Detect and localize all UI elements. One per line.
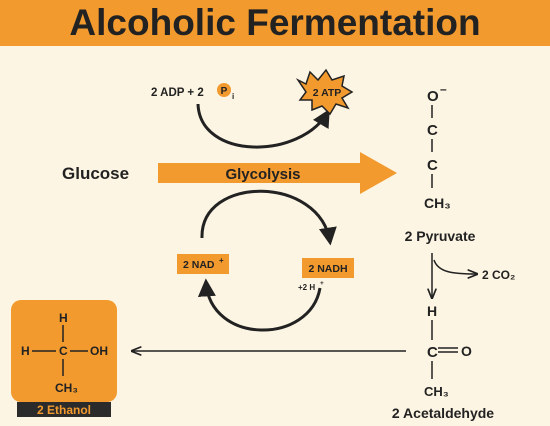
ethanol-hydrogen-left: H xyxy=(21,344,30,358)
h-plus-label: +2 H xyxy=(298,283,315,292)
ethanol-box xyxy=(11,300,117,402)
ethanol-methyl: CH₃ xyxy=(55,381,78,395)
nadh-label: 2 NADH xyxy=(308,263,347,275)
nad-label: 2 NAD xyxy=(183,259,215,271)
ethanol-hydroxyl: OH xyxy=(90,344,108,358)
ethanol-label: 2 Ethanol xyxy=(37,403,91,417)
nad-arrow xyxy=(197,278,322,332)
pyruvate-label: 2 Pyruvate xyxy=(405,228,476,244)
atp-label: 2 ATP xyxy=(313,87,342,99)
title-bar xyxy=(0,0,550,46)
acetaldehyde-methyl: CH₃ xyxy=(424,384,449,399)
pyruvate-methyl: CH₃ xyxy=(424,195,451,211)
ethanol-label-box xyxy=(17,402,111,417)
phosphate-subscript: i xyxy=(232,92,234,101)
ethanol-hydrogen-top: H xyxy=(59,311,68,325)
acetaldehyde-hydrogen: H xyxy=(427,303,437,319)
phosphate-circle xyxy=(217,83,231,97)
ethanol-carbon: C xyxy=(59,344,68,358)
acetaldehyde-oxygen: O xyxy=(461,343,472,359)
acetaldehyde-label: 2 Acetaldehyde xyxy=(392,405,494,421)
glucose-label: Glucose xyxy=(62,164,129,183)
adp-label: 2 ADP + 2 xyxy=(151,87,204,99)
diagram-title: Alcoholic Fermentation xyxy=(69,2,481,43)
acetaldehyde-carbon: C xyxy=(427,344,438,361)
phosphate-label: P xyxy=(221,86,228,97)
pyruvate-carbon-2: C xyxy=(427,157,438,174)
pyruvate-charge: – xyxy=(440,82,447,96)
co2-label: 2 CO₂ xyxy=(482,268,515,282)
h-plus-superscript: + xyxy=(320,280,324,287)
pyruvate-oxygen: O xyxy=(427,88,439,105)
nadh-arrow xyxy=(200,189,337,246)
nad-box xyxy=(177,254,229,274)
co2-arrow xyxy=(433,259,476,274)
nad-superscript: + xyxy=(219,256,224,265)
glycolysis-label: Glycolysis xyxy=(225,166,300,183)
pyruvate-carbon-1: C xyxy=(427,122,438,139)
atp-burst xyxy=(295,68,354,116)
glycolysis-arrow xyxy=(158,152,397,194)
nadh-box xyxy=(302,258,354,278)
atp-arrow xyxy=(196,103,330,149)
